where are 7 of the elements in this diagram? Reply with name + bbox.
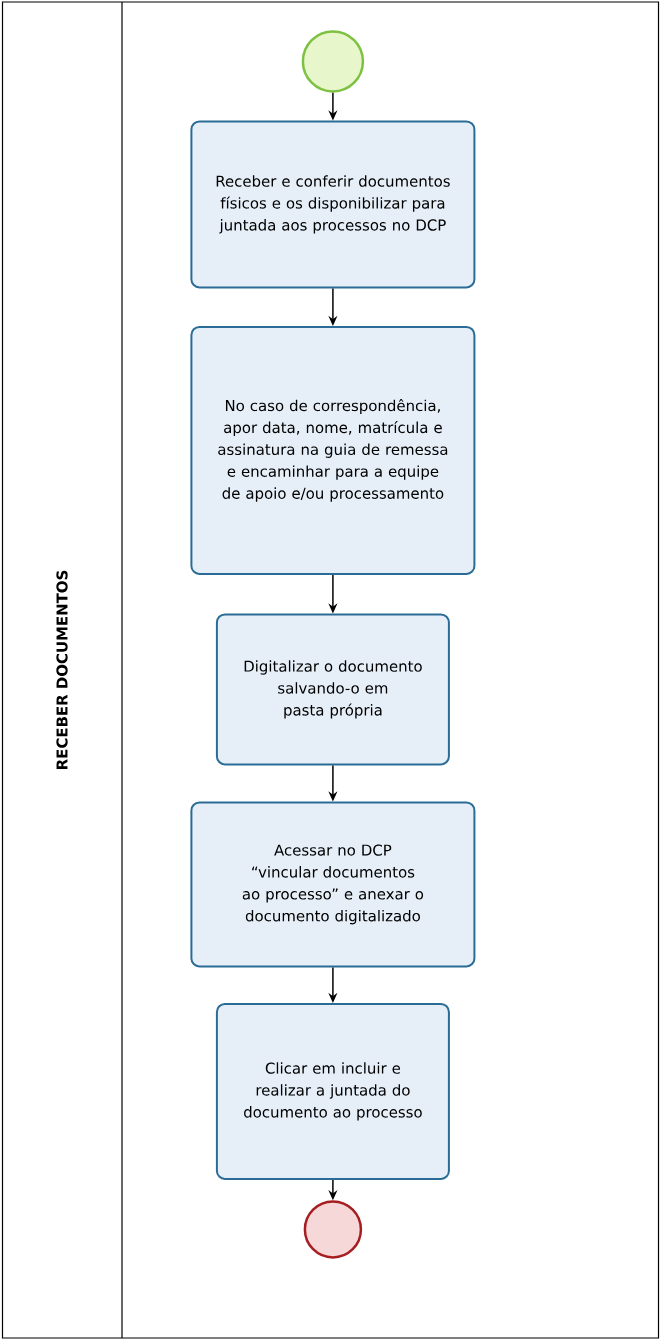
- task-box: Digitalizar o documento salvando-o em pasta própria: [215, 613, 450, 766]
- end-event-circle: [303, 1200, 363, 1259]
- task-box: Acessar no DCP “vincular documentos ao processo” e anexar o documento digitalizado: [190, 801, 476, 968]
- task-box: Clicar em incluir e realizar a juntada do documento ao processo: [215, 1002, 450, 1180]
- start-event-circle: [301, 30, 365, 93]
- task-box: No caso de correspondência, apor data, nome, matrícula e assinatura na guia de remessa e encaminhar para a equipe de apoio e/ou processamento: [190, 325, 476, 575]
- task-box: Receber e conferir documentos físicos e os disponibilizar para juntada aos processos no DCP: [190, 120, 476, 289]
